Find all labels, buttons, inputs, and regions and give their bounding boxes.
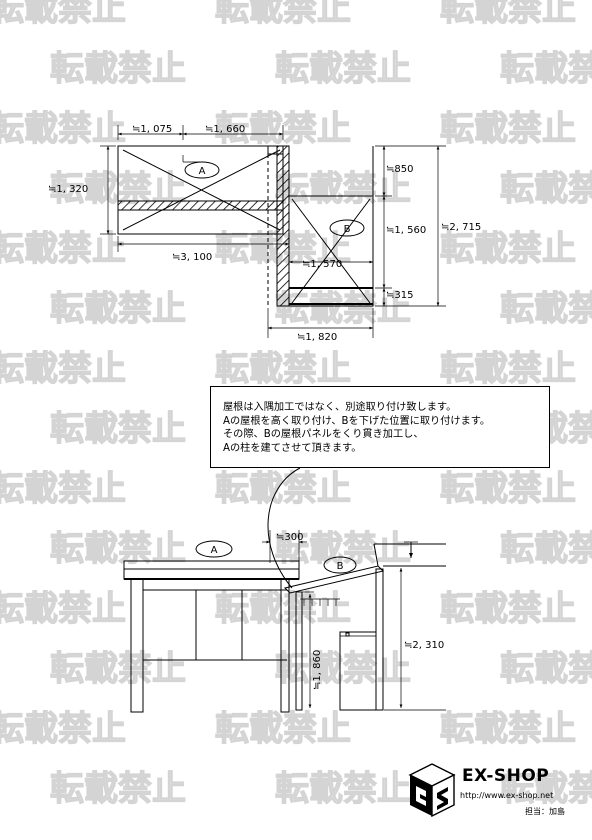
watermark-text: 転載禁止 bbox=[275, 529, 411, 569]
dim-total-width: ≒3, 100 bbox=[172, 252, 212, 263]
elev-label-b: B bbox=[337, 561, 344, 572]
dim-b-depth: ≒1, 560 bbox=[386, 225, 426, 236]
watermark-text: 転載禁止 bbox=[500, 769, 592, 809]
watermark-text: 転載禁止 bbox=[275, 169, 411, 209]
dim-a-right-width: ≒1, 660 bbox=[205, 124, 245, 135]
watermark-text: 転載禁止 bbox=[275, 769, 411, 809]
watermark-text: 転載禁止 bbox=[215, 709, 351, 749]
logo-name: EX-SHOP bbox=[462, 766, 550, 786]
watermark-text: 転載禁止 bbox=[50, 289, 186, 329]
dim-b-inner-width: ≒1, 570 bbox=[302, 259, 342, 270]
plan-dimensions: ≒1, 075 ≒1, 660 ≒1, 320 ≒3, 100 ≒1, 570 … bbox=[48, 124, 481, 343]
elevation-view: A ≒300 B bbox=[123, 467, 446, 713]
dim-bottom-offset: ≒315 bbox=[386, 290, 413, 301]
dim-total-depth: ≒2, 715 bbox=[441, 222, 481, 233]
watermark-text: 転載禁止 bbox=[0, 0, 126, 29]
watermark-text: 転載禁止 bbox=[440, 349, 576, 389]
plan-label-a: A bbox=[199, 166, 206, 177]
note-line-4: Aの柱を建てさせて頂きます。 bbox=[223, 442, 362, 454]
elev-roof-b: B bbox=[284, 541, 446, 711]
watermark-text: 転載禁止 bbox=[440, 0, 576, 29]
watermark-text: 転載禁止 bbox=[500, 529, 592, 569]
watermark-text: 転載禁止 bbox=[275, 49, 411, 89]
watermark-text: 転載禁止 bbox=[500, 169, 592, 209]
watermark-text: 転載禁止 bbox=[0, 469, 126, 509]
logo-url: http://www.ex-shop.net bbox=[460, 791, 554, 800]
dim-b-width: ≒1, 820 bbox=[297, 332, 337, 343]
watermark-text: 転載禁止 bbox=[440, 229, 576, 269]
watermark-text: 転載禁止 bbox=[50, 769, 186, 809]
ex-shop-logo-icon bbox=[408, 763, 456, 818]
note-line-3: その際、Bの屋根パネルをくり貫き加工し、 bbox=[223, 429, 424, 441]
watermark-text: 転載禁止 bbox=[215, 349, 351, 389]
watermark-text: 転載禁止 bbox=[275, 649, 411, 689]
note-box: 屋根は入隅加工ではなく、別途取り付け致します。 Aの屋根を高く取り付け、Bを下げ… bbox=[210, 386, 550, 468]
elev-label-a: A bbox=[211, 545, 218, 556]
dim-overlap: ≒300 bbox=[276, 532, 303, 543]
plan-label-b: B bbox=[344, 224, 351, 235]
elev-height-dims: ≒1, 860 ≒2, 310 bbox=[302, 565, 446, 711]
dim-a-depth: ≒1, 320 bbox=[48, 184, 88, 195]
dim-top-offset: ≒850 bbox=[386, 164, 413, 175]
dim-total-height: ≒2, 310 bbox=[404, 640, 444, 651]
watermark-text: 転載禁止 bbox=[500, 49, 592, 89]
watermark-text: 転載禁止 bbox=[50, 649, 186, 689]
watermark-text: 転載禁止 bbox=[50, 49, 186, 89]
watermark-text: 転載禁止 bbox=[440, 709, 576, 749]
ex-shop-logo: EX-SHOP http://www.ex-shop.net 担当：加島 bbox=[408, 758, 578, 828]
dim-a-left-width: ≒1, 075 bbox=[132, 124, 172, 135]
watermark-text: 転載禁止 bbox=[215, 589, 351, 629]
dim-b-height: ≒1, 860 bbox=[312, 650, 323, 690]
watermark-text: 転載禁止 bbox=[215, 0, 351, 29]
watermark-text: 転載禁止 bbox=[50, 529, 186, 569]
watermark-text: 転載禁止 bbox=[0, 589, 126, 629]
watermark-text: 転載禁止 bbox=[440, 589, 576, 629]
plan-view: A B ≒1, 075 ≒1, 660 bbox=[48, 124, 481, 343]
note-line-1: 屋根は入隅加工ではなく、別途取り付け致します。 bbox=[223, 402, 457, 413]
watermark-text: 転載禁止 bbox=[0, 109, 126, 149]
logo-staff: 担当：加島 bbox=[525, 807, 565, 816]
watermark-text: 転載禁止 bbox=[440, 109, 576, 149]
elev-roof-a: A bbox=[123, 540, 300, 713]
watermark-text: 転載禁止 bbox=[0, 229, 126, 269]
watermark-text: 転載禁止 bbox=[215, 469, 351, 509]
plan-roof-a: A bbox=[117, 145, 284, 235]
elev-overlap-dim: ≒300 bbox=[262, 530, 307, 563]
watermark-text: 転載禁止 bbox=[0, 709, 126, 749]
callout-leader bbox=[267, 467, 301, 589]
watermark-text: 転載禁止 bbox=[500, 649, 592, 689]
watermark-text: 転載禁止 bbox=[500, 289, 592, 329]
plan-roof-b: B bbox=[288, 146, 374, 307]
watermark-text: 転載禁止 bbox=[440, 469, 576, 509]
note-line-2: Aの屋根を高く取り付け、Bを下げた位置に取り付けます。 bbox=[223, 415, 491, 427]
watermark-text: 転載禁止 bbox=[0, 349, 126, 389]
watermark-text: 転載禁止 bbox=[50, 409, 186, 449]
